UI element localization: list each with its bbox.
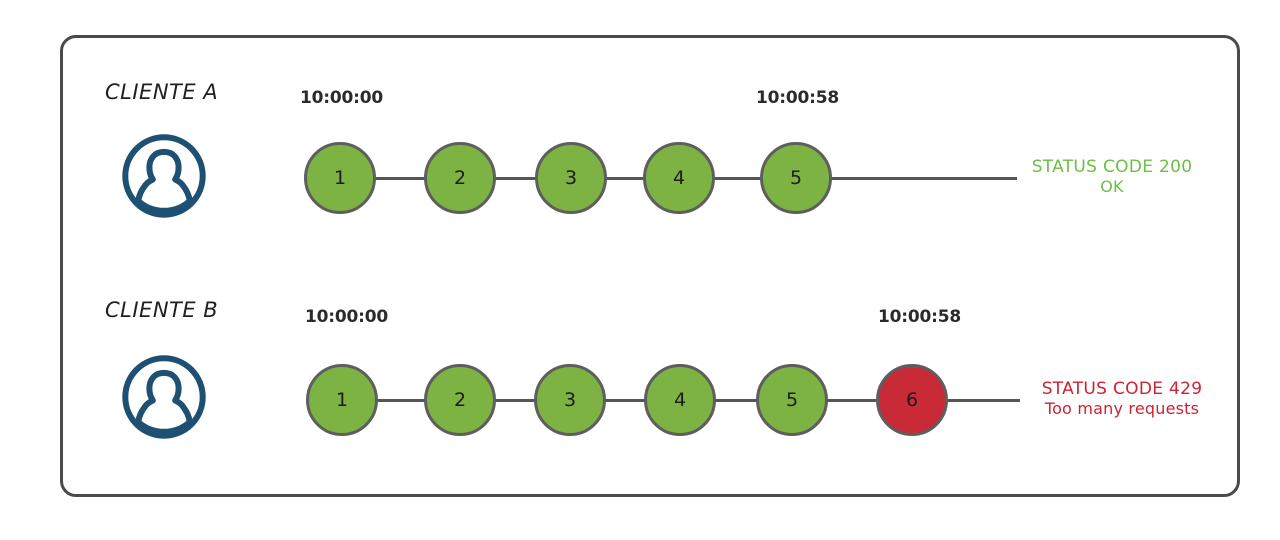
- client-a-status: STATUS CODE 200 OK: [1024, 157, 1200, 196]
- request-node[interactable]: 1: [306, 364, 378, 436]
- status-message-text: Too many requests: [1044, 399, 1200, 418]
- client-a-end-time: 10:00:58: [756, 88, 839, 108]
- request-node[interactable]: 4: [643, 142, 715, 214]
- request-node-label: 5: [789, 167, 803, 189]
- status-code-text: STATUS CODE 200: [1031, 157, 1193, 177]
- request-node[interactable]: 5: [756, 364, 828, 436]
- request-node[interactable]: 3: [535, 142, 607, 214]
- client-b-status: STATUS CODE 429 Too many requests: [1024, 379, 1220, 418]
- request-node[interactable]: 3: [534, 364, 606, 436]
- request-node-label: 4: [673, 389, 687, 411]
- request-node-label: 6: [905, 389, 919, 411]
- client-b-end-time: 10:00:58: [878, 307, 961, 327]
- request-node-label: 2: [453, 389, 467, 411]
- request-node-label: 5: [785, 389, 799, 411]
- request-node-label: 2: [453, 167, 467, 189]
- client-b-start-time: 10:00:00: [305, 307, 388, 327]
- client-b-label: CLIENTE B: [105, 298, 219, 322]
- status-message-text: OK: [1100, 177, 1124, 196]
- client-a-label: CLIENTE A: [105, 80, 219, 104]
- request-node-label: 3: [563, 389, 577, 411]
- request-node-label: 1: [333, 167, 347, 189]
- request-node[interactable]: 2: [424, 364, 496, 436]
- request-node-label: 3: [564, 167, 578, 189]
- request-node-rate-limited[interactable]: 6: [876, 364, 948, 436]
- status-code-text: STATUS CODE 429: [1041, 379, 1203, 399]
- user-avatar-icon: [121, 133, 207, 219]
- client-a-start-time: 10:00:00: [300, 88, 383, 108]
- request-node[interactable]: 4: [644, 364, 716, 436]
- request-node[interactable]: 2: [424, 142, 496, 214]
- request-node[interactable]: 1: [304, 142, 376, 214]
- diagram-frame: [60, 35, 1240, 497]
- request-node-label: 1: [335, 389, 349, 411]
- request-node[interactable]: 5: [760, 142, 832, 214]
- request-node-label: 4: [672, 167, 686, 189]
- user-avatar-icon: [121, 354, 207, 440]
